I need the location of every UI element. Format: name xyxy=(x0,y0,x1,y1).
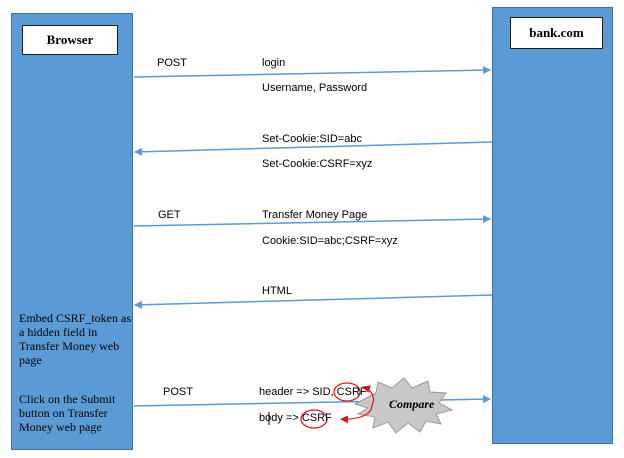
msg3-detail: Cookie:SID=abc;CSRF=xyz xyxy=(262,235,398,247)
msg4-text: HTML xyxy=(262,285,292,297)
server-lane xyxy=(492,7,613,444)
compare-label: Compare xyxy=(389,397,435,411)
arrow-login xyxy=(133,66,491,78)
arrow-html xyxy=(134,294,493,309)
compare-arrow-down xyxy=(340,404,373,424)
msg2-text: Set-Cookie:SID=abc xyxy=(262,133,362,145)
msg5-text: header => SID, CSRF xyxy=(259,386,367,398)
arrow-get-transfer xyxy=(133,215,491,227)
embed-token-note: Embed CSRF_token as a hidden field in Tr… xyxy=(19,311,132,367)
msg3-text: Transfer Money Page xyxy=(262,209,368,221)
msg1-detail: Username, Password xyxy=(262,82,368,94)
browser-title: Browser xyxy=(22,25,118,55)
msg1-text: login xyxy=(262,57,286,69)
msg3-method: GET xyxy=(158,209,181,221)
msg5-method: POST xyxy=(163,386,193,398)
msg5-detail: body => CSRF xyxy=(259,412,332,424)
header-csrf-highlight xyxy=(333,382,361,402)
server-title: bank.com xyxy=(510,17,603,49)
body-csrf-highlight xyxy=(300,409,328,429)
browser-lane xyxy=(11,13,133,450)
compare-arrow-up xyxy=(362,385,375,406)
msg2-detail: Set-Cookie:CSRF=xyz xyxy=(262,158,373,170)
arrow-set-cookie xyxy=(134,141,493,156)
msg1-method: POST xyxy=(157,57,187,69)
submit-note: Click on the Submit button on Transfer M… xyxy=(19,392,116,434)
compare-burst xyxy=(353,377,454,434)
